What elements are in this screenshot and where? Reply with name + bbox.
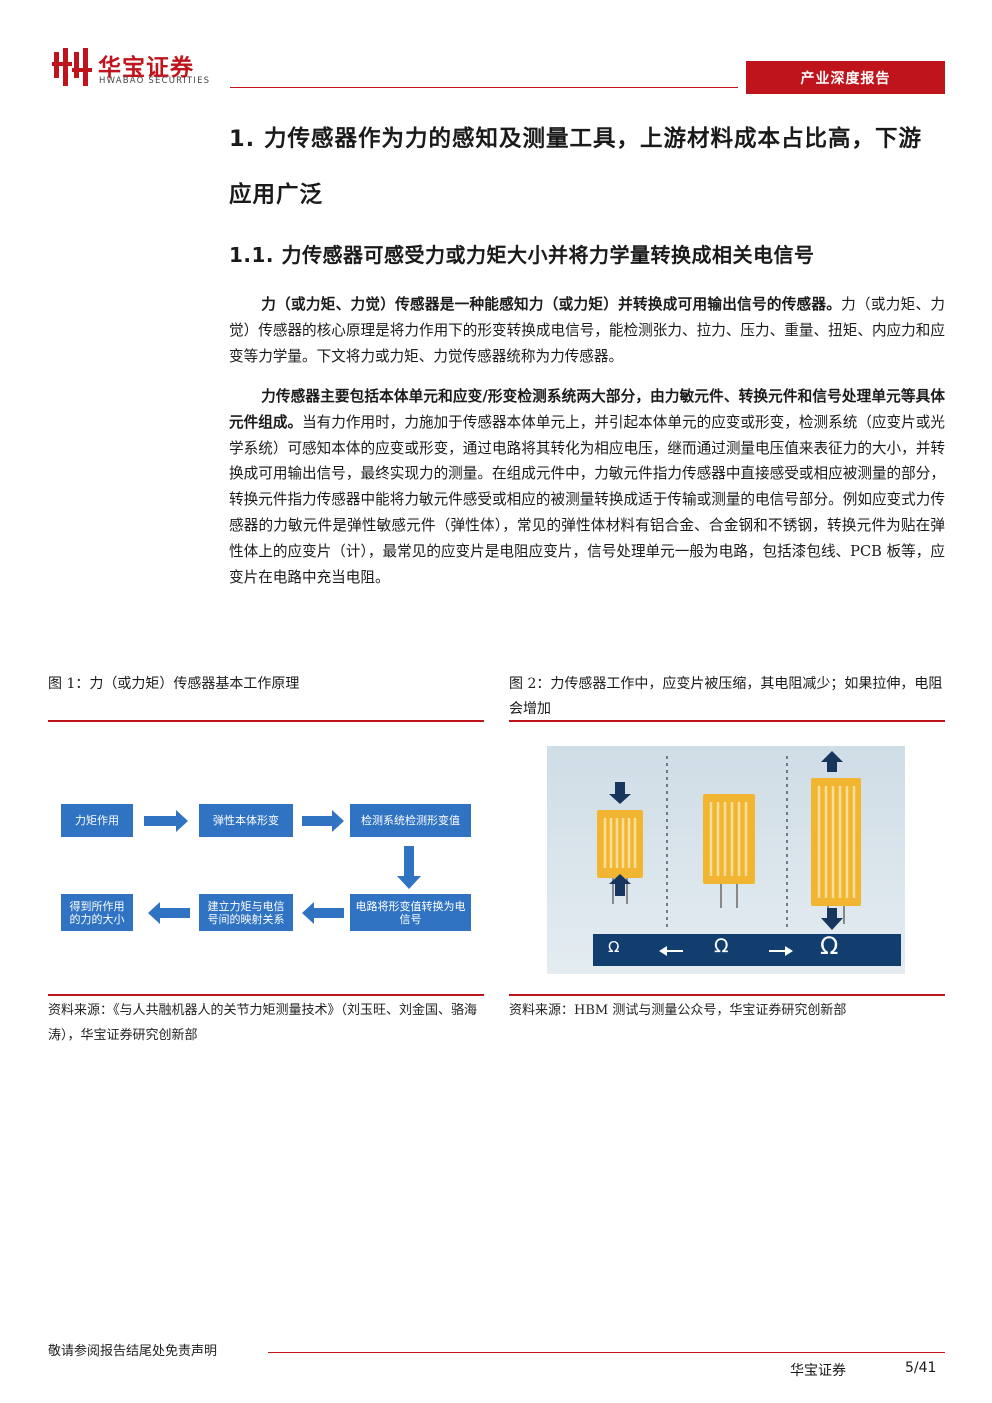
logo-text: 华宝证券 [98,55,194,81]
footer-company: 华宝证券 [790,1363,846,1379]
flow-box-mapping: 建立力矩与电信号间的映射关系 [199,894,293,931]
stretched-gauge-icon [811,751,861,930]
omega-small-icon: Ω [608,938,620,956]
paragraph-1: 力（或力矩、力觉）传感器是一种能感知力（或力矩）并转换成可用输出信号的传感器。力… [229,292,945,369]
disclaimer-note: 敬请参阅报告结尾处免责声明 [48,1344,218,1359]
figure-1-source: 资料来源：《与人共融机器人的关节力矩测量技术》（刘玉旺、刘金国、骆海涛），华宝证… [48,1003,478,1043]
compressed-gauge-icon [597,782,643,904]
arrow-left-icon [148,902,190,924]
arrow-right-icon [144,810,188,832]
figure-2-caption: 图 2：力传感器工作中，应变片被压缩，其电阻减少；如果拉伸，电阻会增加 [509,676,943,717]
neutral-gauge-icon [703,794,755,908]
paragraph-1-body: 力（或力矩、力觉）传感器的核心原理是将力作用下的形变转换成电信号，能检测张力、拉… [229,296,945,365]
header-rule [230,87,738,88]
report-type-badge: 产业深度报告 [746,61,945,94]
figure-2-source: 资料来源：HBM 测试与测量公众号，华宝证券研究创新部 [509,1003,847,1018]
omega-medium-icon: Ω [714,935,729,957]
flow-box-detection: 检测系统检测形变值 [350,804,471,837]
paragraph-2-lead: 力传感器主要包括本体单元和应变/形变检测系统两大部分，由力敏元件、转换元件和信号… [229,388,945,431]
flowchart-arrows [144,810,421,924]
figure-2-bottom-rule [509,994,945,996]
figure-1-bottom-rule [48,994,484,996]
footer-rule [268,1352,945,1353]
arrow-right-icon [769,946,793,956]
subsection-heading: 1.1. 力传感器可感受力或力矩大小并将力学量转换成相关电信号 [229,243,815,267]
figure-1-caption: 图 1：力（或力矩）传感器基本工作原理 [48,676,300,692]
strain-gauge-photo [547,746,905,974]
page-number: 5/41 [905,1360,937,1376]
logo-english-text: HWABAO SECURITIES [99,76,211,86]
flow-box-torque: 力矩作用 [61,804,133,837]
figure-2-top-rule [509,720,945,722]
hwabao-logo-icon [52,48,92,86]
arrow-down-icon [397,846,421,889]
arrow-left-icon [302,902,344,924]
flow-box-result: 得到所作用的力的大小 [61,894,133,931]
arrow-right-icon [302,810,344,832]
flow-box-circuit: 电路将形变值转换为电信号 [350,894,471,931]
paragraph-2: 力传感器主要包括本体单元和应变/形变检测系统两大部分，由力敏元件、转换元件和信号… [229,384,945,590]
paragraph-1-lead: 力（或力矩、力觉）传感器是一种能感知力（或力矩）并转换成可用输出信号的传感器。 [261,296,842,313]
omega-large-icon: Ω [820,932,839,960]
section-heading: 1. 力传感器作为力的感知及测量工具，上游材料成本占比高，下游应用广泛 [229,126,923,208]
figure-1-top-rule [48,720,484,722]
paragraph-2-body: 当有力作用时，力施加于传感器本体单元上，并引起本体单元的应变或形变，检测系统（应… [229,413,945,586]
flow-box-elastic-deformation: 弹性本体形变 [199,804,293,837]
arrow-left-icon [659,946,683,956]
